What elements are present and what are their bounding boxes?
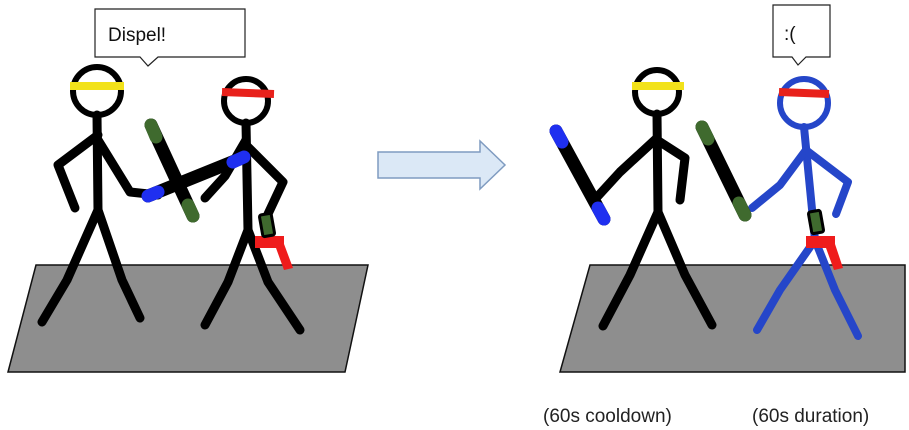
left-panel: Dispel! — [7, 8, 369, 373]
caption-duration: (60s duration) — [752, 406, 869, 427]
target-staff-after — [695, 120, 752, 222]
caption-cooldown: (60s cooldown) — [543, 406, 672, 427]
red-headband-after — [778, 88, 830, 98]
caster-figure-after — [593, 67, 717, 331]
caster-staff — [141, 150, 251, 203]
target-figure — [200, 76, 305, 335]
caster-figure — [37, 64, 163, 327]
speech-text-sad: :( — [784, 24, 796, 45]
red-headband — [221, 88, 275, 98]
target-staff — [144, 118, 200, 223]
speech-text-dispel: Dispel! — [108, 25, 166, 46]
speech-bubble-right: :( — [772, 4, 831, 66]
right-panel: :( — [549, 4, 906, 373]
belt-item-right — [806, 208, 843, 270]
speech-bubble-left: Dispel! — [94, 8, 246, 67]
transition-arrow — [377, 139, 507, 191]
belt-item-left — [255, 211, 293, 270]
caster-staff-after — [549, 124, 611, 226]
